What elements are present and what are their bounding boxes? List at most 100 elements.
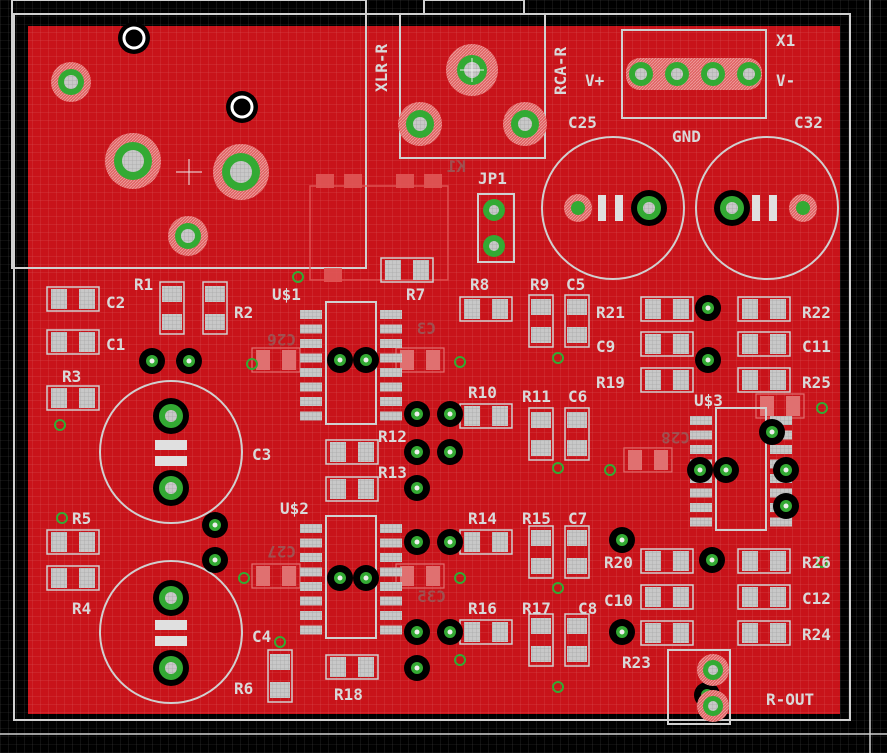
- smd-footprint[interactable]: [46, 385, 100, 411]
- via[interactable]: [437, 529, 463, 555]
- bottom-smd[interactable]: [395, 347, 445, 373]
- smd-footprint[interactable]: [528, 613, 554, 667]
- via[interactable]: [687, 457, 713, 483]
- smd-footprint[interactable]: [459, 403, 513, 429]
- smd-footprint[interactable]: [528, 525, 554, 579]
- rca-connector[interactable]: [398, 0, 547, 159]
- test-via[interactable]: [816, 556, 828, 568]
- c25-capacitor[interactable]: [541, 136, 685, 280]
- via[interactable]: [437, 619, 463, 645]
- smd-footprint[interactable]: [564, 613, 590, 667]
- via[interactable]: [609, 619, 635, 645]
- via[interactable]: [176, 348, 202, 374]
- test-via[interactable]: [454, 356, 466, 368]
- via[interactable]: [437, 401, 463, 427]
- smd-footprint[interactable]: [640, 331, 694, 357]
- c32-capacitor[interactable]: [695, 136, 839, 280]
- via[interactable]: [202, 547, 228, 573]
- smd-footprint[interactable]: [325, 476, 379, 502]
- smd-footprint[interactable]: [325, 439, 379, 465]
- x1-terminal[interactable]: [621, 29, 767, 119]
- test-via[interactable]: [292, 271, 304, 283]
- smd-footprint[interactable]: [459, 296, 513, 322]
- via[interactable]: [695, 347, 721, 373]
- test-via[interactable]: [56, 512, 68, 524]
- smd-footprint[interactable]: [528, 294, 554, 348]
- test-via[interactable]: [552, 582, 564, 594]
- via[interactable]: [327, 565, 353, 591]
- smd-footprint[interactable]: [46, 329, 100, 355]
- smd-footprint[interactable]: [640, 584, 694, 610]
- smd-footprint[interactable]: [159, 281, 185, 335]
- bottom-smd[interactable]: [755, 393, 805, 419]
- via[interactable]: [773, 457, 799, 483]
- via[interactable]: [404, 439, 430, 465]
- via[interactable]: [404, 475, 430, 501]
- c3-capacitor[interactable]: [99, 380, 243, 524]
- test-via[interactable]: [552, 681, 564, 693]
- smd-footprint[interactable]: [640, 548, 694, 574]
- test-via[interactable]: [454, 654, 466, 666]
- xlr-label: XLR-R: [372, 43, 391, 92]
- test-via[interactable]: [54, 419, 66, 431]
- jp1-jumper[interactable]: [477, 193, 515, 263]
- smd-parts[interactable]: [46, 257, 805, 703]
- via[interactable]: [404, 401, 430, 427]
- vminus-label: V-: [776, 71, 795, 90]
- xlr-connector[interactable]: [11, 0, 367, 269]
- smd-footprint[interactable]: [528, 407, 554, 461]
- via[interactable]: [327, 347, 353, 373]
- smd-footprint[interactable]: [46, 565, 100, 591]
- via[interactable]: [699, 547, 725, 573]
- smd-footprint[interactable]: [640, 620, 694, 646]
- test-via[interactable]: [604, 464, 616, 476]
- smd-footprint[interactable]: [737, 331, 791, 357]
- via[interactable]: [437, 439, 463, 465]
- bottom-smd[interactable]: [251, 347, 301, 373]
- via[interactable]: [773, 493, 799, 519]
- smd-footprint[interactable]: [46, 529, 100, 555]
- smd-footprint[interactable]: [737, 296, 791, 322]
- smd-footprint[interactable]: [737, 620, 791, 646]
- smd-footprint[interactable]: [46, 286, 100, 312]
- smd-footprint[interactable]: [202, 281, 228, 335]
- test-via[interactable]: [246, 358, 258, 370]
- via[interactable]: [353, 565, 379, 591]
- test-via[interactable]: [454, 572, 466, 584]
- via[interactable]: [695, 295, 721, 321]
- via[interactable]: [139, 348, 165, 374]
- via[interactable]: [202, 512, 228, 538]
- via[interactable]: [404, 655, 430, 681]
- via[interactable]: [609, 527, 635, 553]
- test-via[interactable]: [816, 402, 828, 414]
- k1-relay[interactable]: [309, 174, 449, 282]
- test-via[interactable]: [552, 352, 564, 364]
- smd-footprint[interactable]: [564, 525, 590, 579]
- smd-footprint[interactable]: [737, 367, 791, 393]
- test-via[interactable]: [552, 462, 564, 474]
- smd-footprint[interactable]: [737, 584, 791, 610]
- via[interactable]: [759, 419, 785, 445]
- rout-label: R-OUT: [766, 690, 814, 709]
- smd-footprint[interactable]: [380, 257, 434, 283]
- vias[interactable]: [54, 271, 828, 708]
- smd-footprint[interactable]: [564, 294, 590, 348]
- smd-footprint[interactable]: [640, 296, 694, 322]
- smd-footprint[interactable]: [325, 654, 379, 680]
- test-via[interactable]: [238, 572, 250, 584]
- c4-capacitor[interactable]: [99, 560, 243, 704]
- via[interactable]: [404, 529, 430, 555]
- smd-footprint[interactable]: [737, 548, 791, 574]
- smd-footprint[interactable]: [640, 367, 694, 393]
- smd-footprint[interactable]: [459, 619, 513, 645]
- bottom-smd[interactable]: [623, 447, 673, 473]
- via[interactable]: [404, 619, 430, 645]
- smd-footprint[interactable]: [267, 649, 293, 703]
- smd-footprint[interactable]: [564, 407, 590, 461]
- bottom-smd[interactable]: [395, 563, 445, 589]
- r-out-connector[interactable]: [667, 649, 731, 725]
- via[interactable]: [353, 347, 379, 373]
- via[interactable]: [713, 457, 739, 483]
- test-via[interactable]: [274, 636, 286, 648]
